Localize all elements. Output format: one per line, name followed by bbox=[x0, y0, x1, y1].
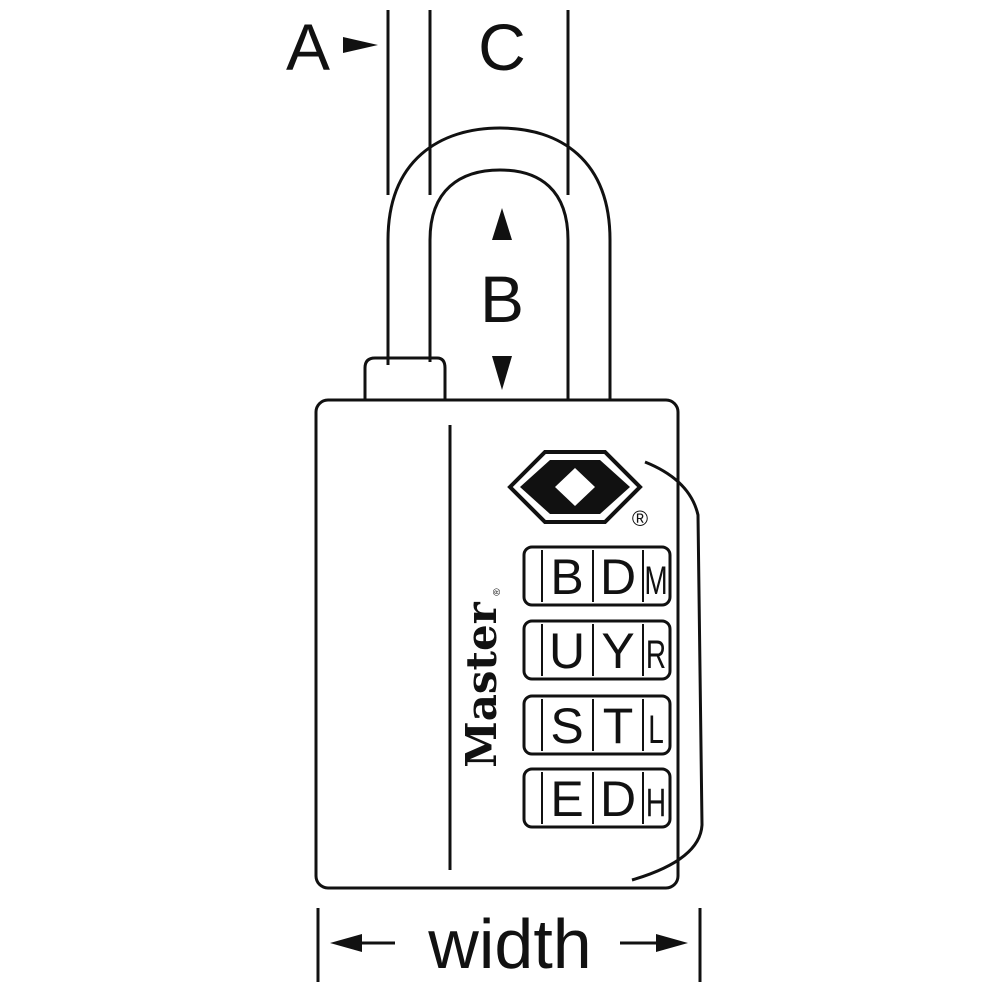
shackle-outer bbox=[386, 126, 612, 400]
dial-letter: B bbox=[550, 549, 583, 605]
shackle-collar bbox=[363, 356, 447, 400]
dial-letter: T bbox=[603, 698, 634, 754]
dial-frame bbox=[522, 767, 672, 829]
dial-frame bbox=[522, 619, 672, 681]
label-a: A bbox=[286, 10, 330, 84]
dial-side-letter: H bbox=[646, 781, 666, 825]
width-arrow-left-icon bbox=[330, 934, 362, 952]
dial-letter: S bbox=[550, 698, 583, 754]
lock-body bbox=[314, 398, 680, 890]
width-arrow-right-icon bbox=[656, 934, 688, 952]
dial-frame bbox=[522, 545, 672, 607]
dial-letter: D bbox=[600, 549, 636, 605]
arrow-a-icon bbox=[343, 37, 378, 53]
dial-housing-bulge bbox=[631, 460, 704, 882]
dial-letter: Y bbox=[601, 623, 634, 679]
dial-letter: D bbox=[600, 771, 636, 827]
label-width: width bbox=[427, 905, 591, 983]
dial-frame bbox=[522, 694, 672, 756]
tsa-registered-mark: ® bbox=[632, 506, 648, 531]
tsa-diamond-logo bbox=[507, 450, 643, 524]
dial-side-letter: R bbox=[646, 633, 666, 677]
arrow-b-down-icon bbox=[492, 356, 512, 390]
brand-logo: Master bbox=[457, 601, 506, 767]
label-c: C bbox=[478, 10, 526, 84]
dial-side-letter: L bbox=[648, 708, 664, 752]
brand-registered-mark: ® bbox=[492, 588, 503, 596]
dial-side-letter: M bbox=[644, 559, 667, 603]
dial-letter: U bbox=[549, 623, 585, 679]
shackle-inner bbox=[428, 168, 570, 400]
arrow-b-up-icon bbox=[492, 208, 512, 240]
dial-letter: E bbox=[550, 771, 583, 827]
label-b: B bbox=[480, 262, 524, 336]
